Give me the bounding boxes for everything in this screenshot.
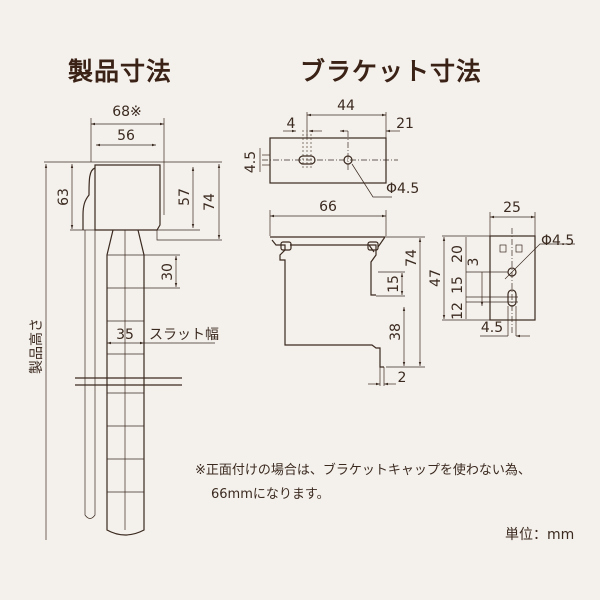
dim-25: 25 — [503, 200, 521, 216]
dim-4-5: 4.5 — [243, 151, 259, 173]
bracket-profile-view: 66 74 15 38 2 — [269, 199, 425, 386]
dim-15: 15 — [386, 275, 402, 293]
note-line-2: 66mmになります。 — [211, 487, 330, 502]
dim-15: 15 — [450, 276, 466, 294]
bracket-side-view: 25 Φ4.5 47 20 3 15 12 4.5 — [428, 200, 575, 338]
dim-44: 44 — [337, 98, 355, 114]
dim-74: 74 — [404, 249, 420, 267]
dim-74: 74 — [202, 193, 218, 211]
dim-35: 35 — [116, 327, 134, 343]
dim-47: 47 — [428, 269, 444, 287]
dim-56: 56 — [117, 128, 135, 144]
dim-4-5: 4.5 — [481, 320, 503, 336]
dim-68: 68※ — [112, 104, 142, 120]
dim-12: 12 — [450, 302, 466, 320]
dim-63: 63 — [56, 188, 72, 206]
unit-label: 単位：mm — [505, 527, 575, 543]
hole-diameter: Φ4.5 — [386, 181, 419, 197]
product-height-label: 製品高さ — [28, 318, 45, 374]
product-drawing: 68※ 56 63 57 74 30 35 スラット幅 製品高さ — [28, 104, 222, 540]
dim-30: 30 — [160, 263, 176, 281]
note-line-1: ※正面付けの場合は、ブラケットキャップを使わない為、 — [195, 463, 531, 478]
dim-4: 4 — [287, 116, 296, 132]
dim-66: 66 — [319, 199, 337, 215]
bracket-dimensions-title: ブラケット寸法 — [300, 57, 483, 86]
slat-width-label: スラット幅 — [149, 327, 219, 343]
dim-38: 38 — [388, 323, 404, 341]
dim-20: 20 — [450, 245, 466, 263]
dim-2: 2 — [398, 370, 407, 386]
hole-diameter: Φ4.5 — [541, 233, 574, 249]
dim-3: 3 — [466, 258, 482, 267]
product-dimensions-title: 製品寸法 — [68, 57, 173, 86]
bracket-top-view: 44 4 21 4.5 Φ4.5 — [243, 98, 419, 198]
dim-21: 21 — [396, 116, 414, 132]
dim-57: 57 — [177, 188, 193, 206]
